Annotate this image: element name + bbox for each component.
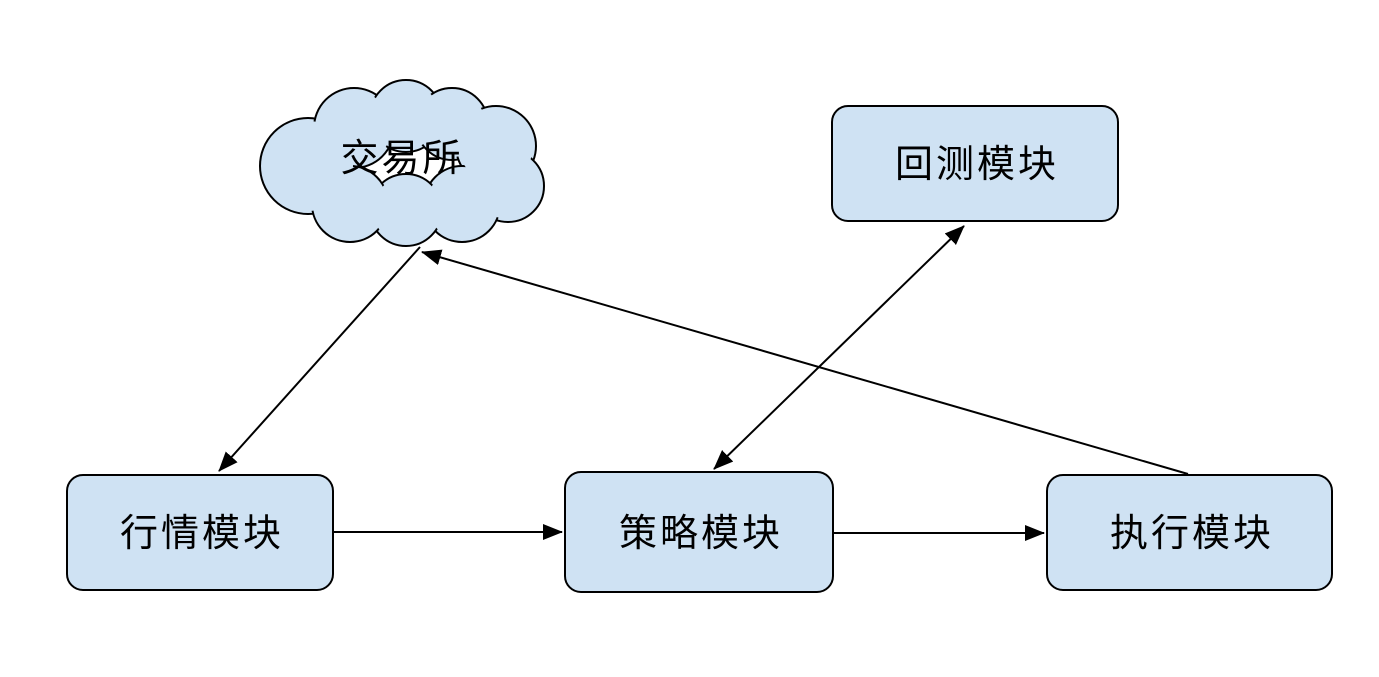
node-shapes bbox=[66, 79, 1333, 593]
edge-exchange-to-market bbox=[218, 246, 421, 472]
edge-execution-to-exchange bbox=[421, 249, 1189, 475]
labels-layer: 交易所 回测模块 行情模块 策略模块 执行模块 bbox=[120, 138, 1274, 555]
node-backtest-label: 回测模块 bbox=[895, 144, 1059, 186]
cloud-fill-mask bbox=[263, 83, 541, 243]
node-market-label: 行情模块 bbox=[120, 513, 284, 555]
node-execution-box bbox=[1046, 474, 1333, 591]
node-strategy-label: 策略模块 bbox=[619, 513, 783, 555]
node-exchange-cloud bbox=[259, 79, 545, 247]
node-backtest-box bbox=[831, 105, 1119, 222]
nodes-layer bbox=[66, 79, 1333, 593]
edges-layer bbox=[218, 225, 1189, 541]
node-exchange-label: 交易所 bbox=[340, 138, 463, 180]
edge-strategy-backtest-bidirectional bbox=[713, 225, 965, 470]
node-market-box bbox=[66, 474, 334, 591]
node-strategy-box bbox=[564, 471, 834, 593]
node-execution-label: 执行模块 bbox=[1110, 513, 1274, 555]
